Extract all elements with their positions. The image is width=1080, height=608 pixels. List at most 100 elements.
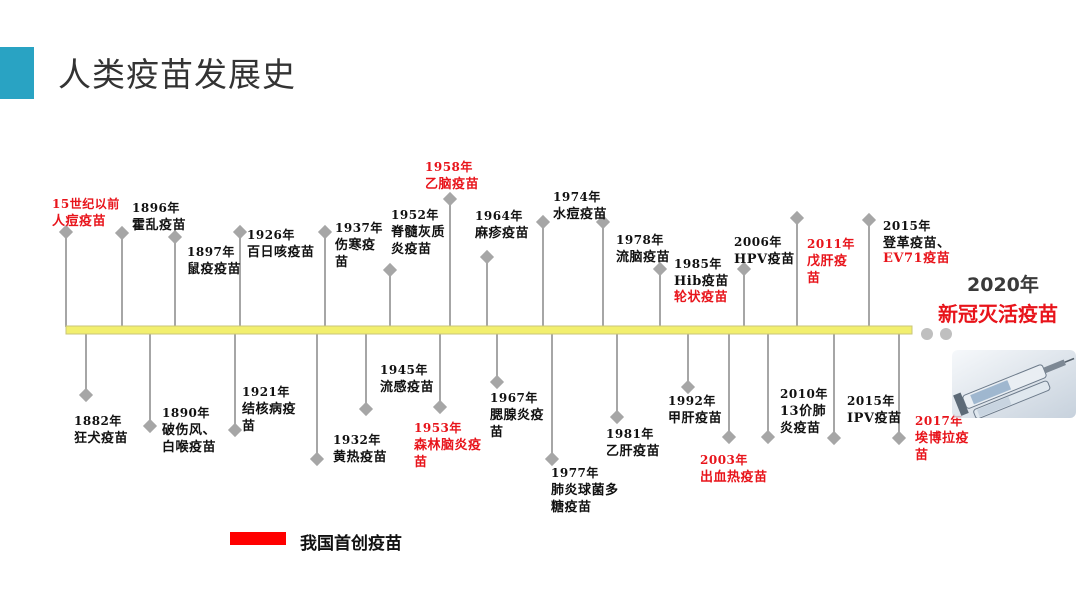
event-name: IPV疫苗 <box>847 411 902 426</box>
event-label: 2017年埃博拉疫 苗 <box>915 413 969 464</box>
timeline-continuation-dot <box>921 328 933 340</box>
event-name: 埃博拉疫 苗 <box>915 431 970 463</box>
event-label: 轮状疫苗 <box>674 289 728 306</box>
event-year: 1964年 <box>475 209 523 223</box>
event-year: 1992年 <box>668 394 716 408</box>
event-year: 1967年 <box>490 391 538 405</box>
event-year: 1926年 <box>247 228 295 242</box>
event-label: 2003年出血热疫苗 <box>700 452 768 486</box>
event-name: 乙肝疫苗 <box>606 444 661 459</box>
event-name: EV71疫苗 <box>883 251 951 266</box>
event-name: 轮状疫苗 <box>674 290 729 305</box>
event-label: 1981年乙肝疫苗 <box>606 426 660 460</box>
event-year: 1981年 <box>606 427 654 441</box>
timeline-continuation-dot <box>940 328 952 340</box>
event-year: 2015年 <box>883 219 931 233</box>
event-year: 1952年 <box>391 208 439 222</box>
event-name: 黄热疫苗 <box>333 450 388 465</box>
event-marker <box>535 214 551 230</box>
event-year: 1958年 <box>425 160 473 174</box>
event-year: 1978年 <box>616 233 664 247</box>
title-accent-bar <box>0 47 34 99</box>
event-marker <box>736 261 752 277</box>
event-marker <box>432 399 448 415</box>
event-marker <box>760 429 776 445</box>
page-title: 人类疫苗发展史 <box>58 55 296 94</box>
event-year: 2010年 <box>780 387 828 401</box>
event-name: HPV疫苗 <box>734 252 795 267</box>
event-marker <box>78 387 94 403</box>
event-name: 破伤风、 白喉疫苗 <box>162 423 217 455</box>
timeline-axis <box>65 325 913 335</box>
event-label: 1896年霍乱疫苗 <box>132 200 186 234</box>
event-label: 1958年乙脑疫苗 <box>425 159 479 193</box>
event-year: 15世纪以前 <box>52 197 120 211</box>
event-label: 1897年鼠疫疫苗 <box>187 244 241 278</box>
event-name: 百日咳疫苗 <box>247 245 315 260</box>
event-label: 1926年百日咳疫苗 <box>247 227 315 261</box>
event-marker <box>382 262 398 278</box>
event-name: 伤寒疫 苗 <box>335 238 376 270</box>
event-name: 腮腺炎疫 苗 <box>490 408 545 440</box>
event-label: 1964年麻疹疫苗 <box>475 208 529 242</box>
event-label: 2011年戊肝疫 苗 <box>807 236 855 287</box>
event-marker <box>544 451 560 467</box>
event-marker <box>680 379 696 395</box>
event-marker <box>861 212 877 228</box>
event-name: 人痘疫苗 <box>52 214 107 229</box>
event-name: 结核病疫 苗 <box>242 402 297 434</box>
event-label: 1967年腮腺炎疫 苗 <box>490 390 544 441</box>
event-label: 1932年黄热疫苗 <box>333 432 387 466</box>
event-marker <box>652 261 668 277</box>
event-marker <box>826 430 842 446</box>
event-marker <box>595 214 611 230</box>
event-marker <box>891 430 907 446</box>
event-label: 1978年流脑疫苗 <box>616 232 670 266</box>
event-year: 2011年 <box>807 237 855 251</box>
highlight-label: 新冠灭活疫苗 <box>938 302 1058 326</box>
event-year: 1977年 <box>551 466 599 480</box>
event-name: 森林脑炎疫 苗 <box>414 438 482 470</box>
event-name: 戊肝疫 苗 <box>807 254 848 286</box>
event-marker <box>358 401 374 417</box>
event-marker <box>309 451 325 467</box>
event-name: 肺炎球菌多 糖疫苗 <box>551 483 619 515</box>
event-marker <box>227 422 243 438</box>
event-label: 1890年破伤风、 白喉疫苗 <box>162 405 216 456</box>
event-year: 1953年 <box>414 421 462 435</box>
event-year: 1882年 <box>74 414 122 428</box>
event-year: 1890年 <box>162 406 210 420</box>
legend-label: 我国首创疫苗 <box>300 534 402 554</box>
event-name: 流感疫苗 <box>380 380 435 395</box>
event-name: 鼠疫疫苗 <box>187 262 242 277</box>
event-marker <box>232 224 248 240</box>
event-name: 水痘疫苗 <box>553 207 608 222</box>
highlight-year: 2020年 <box>967 274 1039 296</box>
event-year: 1896年 <box>132 201 180 215</box>
event-marker <box>479 249 495 265</box>
event-marker <box>609 409 625 425</box>
event-year: 2017年 <box>915 414 963 428</box>
event-year: 1945年 <box>380 363 428 377</box>
event-marker <box>442 191 458 207</box>
event-label: 1882年狂犬疫苗 <box>74 413 128 447</box>
event-marker <box>142 418 158 434</box>
event-label: 1937年伤寒疫 苗 <box>335 220 383 271</box>
event-name: 登革疫苗、 <box>883 236 951 251</box>
event-label: 2015年登革疫苗、 <box>883 218 951 252</box>
event-name: 脊髓灰质 炎疫苗 <box>391 225 446 257</box>
event-year: 1937年 <box>335 221 383 235</box>
event-year: 1974年 <box>553 190 601 204</box>
event-label: 1974年水痘疫苗 <box>553 189 607 223</box>
event-marker <box>789 210 805 226</box>
event-year: 2015年 <box>847 394 895 408</box>
event-year: 1932年 <box>333 433 381 447</box>
event-label: EV71疫苗 <box>883 250 950 267</box>
event-marker <box>721 429 737 445</box>
event-label: 1921年结核病疫 苗 <box>242 384 296 435</box>
event-label: 1977年肺炎球菌多 糖疫苗 <box>551 465 619 516</box>
